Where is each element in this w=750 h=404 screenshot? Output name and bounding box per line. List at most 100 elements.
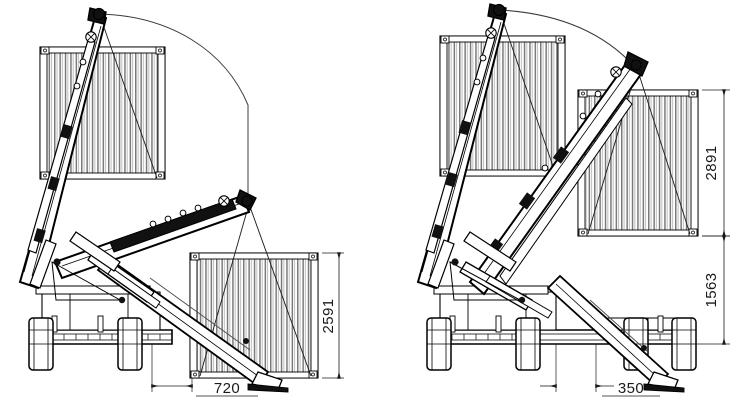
container-upper (39, 46, 166, 180)
dimension-2591: 2591 (320, 252, 344, 379)
corner-casting-icon (688, 89, 698, 98)
outrigger-leg (546, 274, 670, 388)
panel-left-view: 2591 720 (18, 7, 344, 397)
wheel-rear (117, 317, 143, 371)
corner-casting-icon (40, 46, 50, 55)
dimension-value-2891: 2891 (703, 146, 720, 181)
boom-joint-block (33, 228, 46, 244)
corner-casting-icon (688, 228, 698, 237)
corner-casting-icon (578, 89, 588, 98)
mid-pivot (518, 296, 526, 304)
boom-joint-block (445, 172, 458, 188)
wheel-mid-front (515, 317, 541, 371)
corner-casting-icon (155, 171, 165, 180)
hydraulic-cylinder-secondary (463, 231, 517, 272)
arm-tip-pivot (241, 195, 253, 207)
arm-pulley-icon (610, 66, 622, 78)
chassis-main-beam (427, 329, 691, 345)
container-right-post (157, 46, 166, 180)
boom-linkage (51, 261, 122, 301)
dimension-value-350: 350 (618, 380, 644, 397)
corner-casting-icon (155, 46, 165, 55)
arm-roller-icon (179, 209, 187, 217)
container-bottom-rail (577, 229, 699, 237)
arm-edge-line (477, 67, 632, 283)
base-pivot (53, 258, 61, 266)
corner-casting-icon (40, 171, 50, 180)
dimension-720: 720 (151, 344, 258, 397)
dimension-value-720: 720 (214, 380, 240, 397)
trailer-chassis (28, 285, 173, 371)
hydraulic-cylinder-secondary (69, 231, 121, 272)
boom-roller-icon (73, 82, 81, 90)
arm-tip-pivot (630, 59, 642, 71)
corner-casting-icon (190, 252, 200, 261)
arm-roller-icon (164, 215, 172, 223)
container-left-post (189, 252, 198, 379)
swing-arc-path (99, 13, 249, 200)
hydraulic-cylinder-lift (29, 239, 57, 289)
boom-joint-block (47, 176, 60, 192)
hydraulic-cylinder-rod (485, 275, 553, 319)
container-top-rail (439, 35, 566, 43)
container-left-post (439, 35, 448, 177)
arm-roller-icon (579, 112, 587, 120)
corner-casting-icon (555, 35, 565, 44)
hydraulic-cylinder-lift (427, 239, 455, 289)
corner-casting-icon (190, 370, 200, 379)
arm-end-pin (243, 338, 249, 344)
container-top-rail (39, 46, 166, 54)
hydraulic-cylinder-rod (107, 267, 161, 309)
panel-right-view: 2891 1563 350 (416, 3, 730, 397)
wheel-front (28, 317, 54, 371)
dimension-value-2591: 2591 (320, 299, 337, 334)
container-left-post (39, 46, 48, 180)
boom-joint-block (60, 124, 73, 140)
container-lower (189, 252, 319, 379)
suspension-hanger (97, 315, 104, 333)
arm-foot-pad (247, 383, 289, 393)
leg-edge-line (555, 283, 657, 377)
boom-roller-icon (473, 78, 481, 86)
boom-roller-icon (79, 58, 87, 66)
arm-joint-block (552, 146, 570, 164)
crane-boom-main (18, 7, 108, 290)
boom-joint-block (431, 224, 444, 240)
arm-roller-icon (541, 164, 549, 172)
boom-pulley-icon (85, 31, 97, 43)
arm-roller-icon (149, 220, 157, 228)
arm-telescopic-section (109, 198, 237, 253)
boom-tip-pivot (492, 3, 506, 17)
crane-boom-knuckle (449, 51, 685, 393)
boom-pulley-icon (485, 27, 497, 39)
wheel-rear (671, 317, 697, 371)
container-corrugated-panel (190, 253, 318, 378)
suspension-hanger (657, 315, 664, 333)
boom-edge-line (429, 21, 502, 277)
boom-joint-block (458, 120, 471, 136)
arm-pulley-icon (218, 195, 230, 207)
container-right-post (690, 89, 699, 237)
dimension-1563: 1563 (696, 235, 730, 345)
arm-roller-icon (194, 204, 202, 212)
boom-tip-pivot (92, 7, 106, 21)
boom-linkage (449, 261, 521, 301)
swing-arc-path (499, 9, 635, 67)
base-pivot (451, 258, 459, 266)
arm-telescopic-section (499, 97, 633, 285)
suspension-hanger (495, 315, 502, 333)
leg-inner-line (589, 299, 649, 353)
corner-casting-icon (308, 252, 318, 261)
container-top-rail (189, 252, 319, 260)
mid-pivot (118, 296, 126, 304)
boom-roller-icon (479, 54, 487, 62)
container-right-post (310, 252, 319, 379)
wheel-front (426, 317, 452, 371)
corner-casting-icon (440, 35, 450, 44)
arm-joint-block (518, 192, 536, 210)
dimension-value-1563: 1563 (703, 273, 720, 308)
leg-end-pin (641, 345, 647, 351)
arm-inner-line (149, 277, 251, 351)
